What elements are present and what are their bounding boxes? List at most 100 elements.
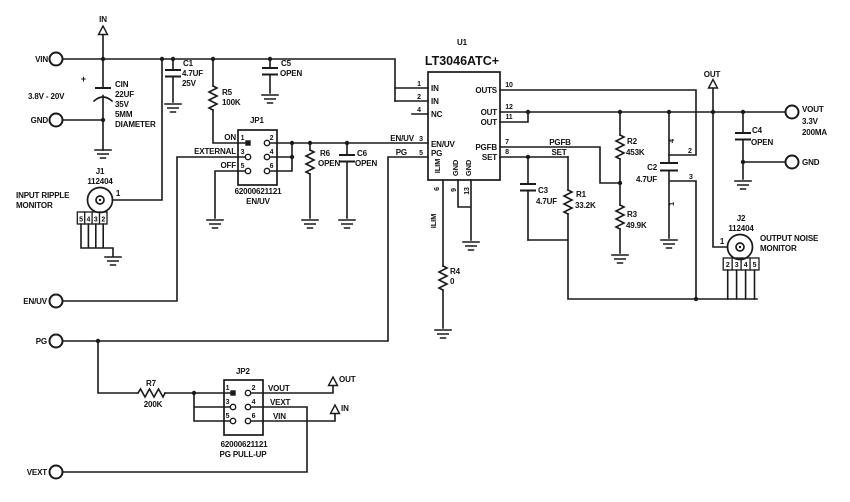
label-jp1-external: EXTERNAL [194, 147, 236, 156]
label-input-ripple-1: INPUT RIPPLE [16, 191, 70, 200]
label-j1-p5: 5 [79, 217, 83, 224]
jumper-jp2 [223, 379, 264, 436]
label-c5-val: OPEN [280, 69, 302, 78]
label-c6-ref: C6 [357, 149, 368, 158]
terminal-gnd-left [48, 112, 64, 128]
jumper-jp1 [237, 129, 278, 186]
gnd-c2 [660, 239, 678, 249]
label-vext-terminal: VEXT [27, 468, 48, 477]
terminals [48, 51, 800, 480]
label-j2-p4: 4 [744, 262, 748, 269]
label-u1-p12: 12 [505, 104, 513, 111]
label-c1-volt: 25V [182, 79, 197, 88]
in-arrow-top [97, 24, 109, 36]
label-vin: VIN [35, 55, 48, 64]
label-u1-out12: OUT [481, 108, 498, 117]
label-u1-p2: 2 [417, 94, 421, 101]
ground-symbols [94, 94, 752, 339]
terminal-vin [48, 51, 64, 67]
gnd-j1 [104, 256, 122, 266]
label-j2-ref: J2 [737, 214, 746, 223]
label-gnd-right: GND [802, 158, 820, 167]
label-cin-val: 22UF [115, 90, 134, 99]
label-u1-enuv: EN/UV [431, 140, 456, 149]
label-jp2-part: 62000621121 [221, 440, 269, 449]
wire-jp2-vext [61, 406, 308, 473]
label-c4-ref: C4 [752, 126, 763, 135]
label-jp2-p5: 5 [226, 413, 230, 420]
label-u1-p6: 6 [434, 187, 441, 191]
label-input-ripple-2: MONITOR [16, 201, 53, 210]
label-enuv-terminal: EN/UV [23, 297, 48, 306]
capacitor-c6 [338, 154, 356, 163]
gnd-c1 [164, 103, 182, 113]
label-u1-p5: 5 [419, 150, 423, 157]
label-jp1-fn: EN/UV [246, 197, 271, 206]
label-u1-gnd9: GND [451, 159, 460, 176]
out-arrow-bottom [327, 375, 339, 387]
label-j1-p3: 3 [94, 217, 98, 224]
label-j1-pin1: 1 [116, 189, 121, 198]
wire-r5-on [212, 58, 246, 144]
gnd-jp1-off [206, 219, 224, 229]
label-input-range: 3.8V - 20V [28, 92, 65, 101]
label-j1-ref: J1 [96, 167, 105, 176]
label-net-enuv: EN/UV [390, 134, 415, 143]
label-c1-ref: C1 [183, 59, 194, 68]
label-j1-part: 112404 [87, 177, 113, 186]
label-jp1-p1: 1 [241, 135, 245, 142]
label-net-pgfb: PGFB [549, 138, 571, 147]
capacitor-c1 [164, 69, 182, 78]
label-vout-v: 3.3V [802, 117, 819, 126]
label-c4-val: OPEN [751, 138, 773, 147]
label-r1-val: 33.2K [575, 201, 596, 210]
wires [61, 33, 787, 473]
text-labels: IN VIN 3.8V - 20V GND + CIN 22UF 35V 5MM… [16, 15, 828, 477]
wire-j1-pin1 [111, 58, 163, 201]
label-in-bottom: IN [341, 404, 349, 413]
wire-j2-shield [726, 269, 756, 300]
label-jp1-on: ON [224, 133, 236, 142]
label-cin-mm: 5MM [115, 110, 133, 119]
ic-u1-body [427, 71, 501, 181]
label-c1-val: 4.7UF [182, 69, 203, 78]
label-j1-p4: 4 [87, 217, 91, 224]
terminal-vout [784, 104, 800, 120]
label-r7-ref: R7 [146, 379, 157, 388]
label-jp2-p4: 4 [252, 399, 256, 406]
label-c2-p3: 3 [689, 174, 693, 181]
label-jp1-part: 62000621121 [235, 187, 283, 196]
label-u1-nc: NC [431, 110, 443, 119]
capacitor-cin [92, 87, 114, 103]
gnd-ic [462, 241, 480, 251]
wire-j1-shield [80, 223, 114, 257]
label-c3-val: 4.7UF [536, 197, 557, 206]
out-arrow-top [707, 78, 719, 89]
resistor-r6 [305, 149, 315, 175]
label-r3-ref: R3 [627, 210, 638, 219]
label-in-top: IN [99, 15, 107, 24]
label-u1-gnd13: GND [464, 159, 473, 176]
wire-out11 [499, 111, 529, 123]
label-u1-ilim: ILIM [433, 159, 442, 173]
wire-jp2-vout [251, 384, 334, 394]
terminal-gnd-right [784, 154, 800, 170]
label-u1-p9: 9 [451, 188, 458, 192]
label-j2-part: 112404 [728, 224, 754, 233]
label-cin-ref: CIN [115, 80, 129, 89]
label-c5-ref: C5 [281, 59, 292, 68]
label-r4-val: 0 [450, 277, 455, 286]
label-jp1-p6: 6 [270, 163, 274, 170]
label-u1-p10: 10 [505, 82, 513, 89]
label-jp1-p5: 5 [241, 163, 245, 170]
label-net-set: SET [551, 148, 566, 157]
connector-j2 [722, 233, 760, 271]
label-u1-pgfb: PGFB [475, 143, 497, 152]
label-r3-val: 49.9K [626, 221, 647, 230]
gnd-r4 [434, 329, 452, 339]
label-net-ilim: ILIM [429, 214, 438, 228]
label-u1-pg: PG [431, 149, 442, 158]
wire-c2 [668, 111, 697, 300]
label-output-noise-1: OUTPUT NOISE [760, 234, 819, 243]
